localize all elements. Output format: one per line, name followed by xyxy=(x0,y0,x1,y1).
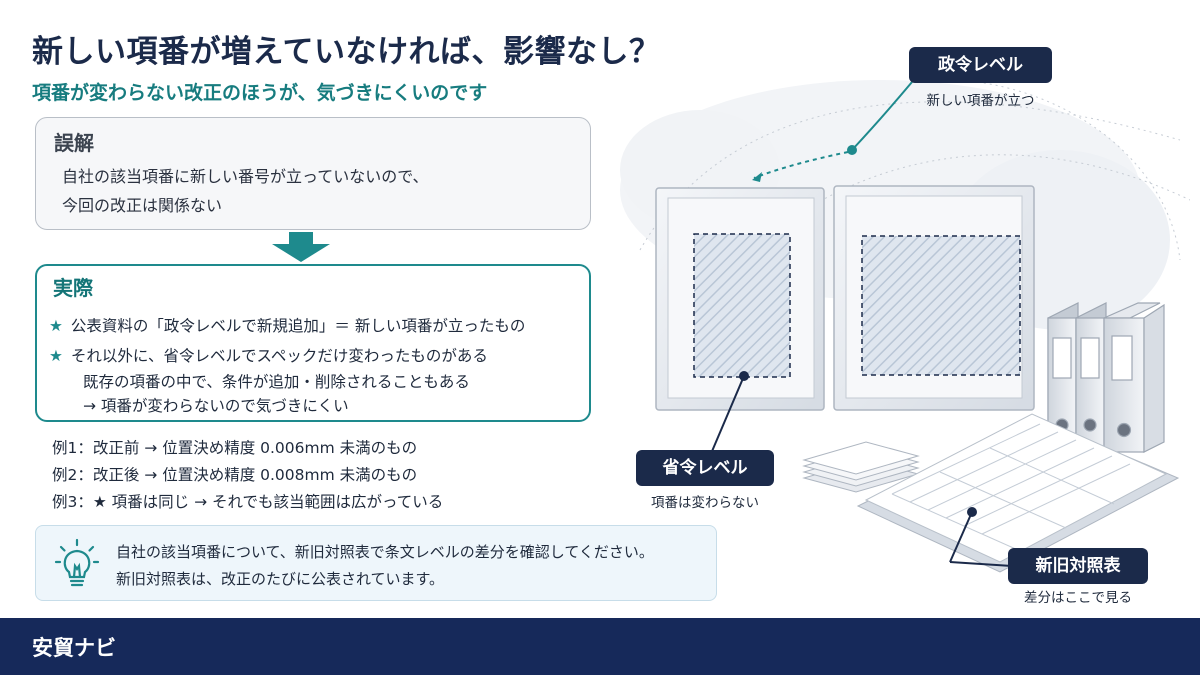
reality-line-4: → 項番が変わらないので気づきにくい xyxy=(83,397,349,415)
brand-logo-text: 安貿ナビ xyxy=(32,636,116,660)
document-illustration xyxy=(620,79,1190,573)
seirei-level-tag: 政令レベル xyxy=(909,47,1052,83)
seirei-level-caption: 新しい項番が立つ xyxy=(926,93,1035,109)
comparison-table-illustration xyxy=(856,413,1180,573)
comparison-table-caption: 差分はここで見る xyxy=(1024,590,1132,606)
page-title: 新しい項番が増えていなければ、影響なし？ xyxy=(32,34,661,70)
page-subtitle: 項番が変わらない改正のほうが、気づきにくいのです xyxy=(32,82,488,104)
shorei-level-caption: 項番は変わらない xyxy=(651,495,759,511)
misconception-line-2: 今回の改正は関係ない xyxy=(62,196,223,215)
tip-line-1: 自社の該当項番について、新旧対照表で条文レベルの差分を確認してください。 xyxy=(116,543,654,561)
comparison-table-tag: 新旧対照表 xyxy=(1008,548,1148,584)
reality-line-2: ★それ以外に、省令レベルでスペックだけ変わったものがある xyxy=(49,347,488,365)
tip-box: 自社の該当項番について、新旧対照表で条文レベルの差分を確認してください。 新旧対… xyxy=(35,525,717,601)
example-2: 例2：改正後 → 位置決め精度 0.008mm 未満のもの xyxy=(52,466,418,484)
reality-box: 実際 ★公表資料の「政令レベルで新規追加」＝ 新しい項番が立ったもの ★それ以外… xyxy=(35,264,591,422)
misconception-box: 誤解 自社の該当項番に新しい番号が立っていないので、 今回の改正は関係ない xyxy=(35,117,591,230)
example-3: 例3：★ 項番は同じ → それでも該当範囲は広がっている xyxy=(52,493,444,511)
paper-stack xyxy=(802,441,920,493)
reality-heading: 実際 xyxy=(53,276,93,300)
star-icon: ★ xyxy=(49,317,63,335)
reality-line-1: ★公表資料の「政令レベルで新規追加」＝ 新しい項番が立ったもの xyxy=(49,317,526,335)
footer-bar: 安貿ナビ xyxy=(0,618,1200,675)
tip-line-2: 新旧対照表は、改正のたびに公表されています。 xyxy=(116,570,445,588)
shorei-level-tag: 省令レベル xyxy=(636,450,774,486)
star-icon: ★ xyxy=(49,347,63,365)
misconception-heading: 誤解 xyxy=(54,131,94,155)
misconception-line-1: 自社の該当項番に新しい番号が立っていないので、 xyxy=(62,167,429,186)
example-1: 例1：改正前 → 位置決め精度 0.006mm 未満のもの xyxy=(52,439,418,457)
reality-line-3: 既存の項番の中で、条件が追加・削除されることもある xyxy=(83,373,470,391)
arrow-down-icon xyxy=(272,232,330,262)
callout-leaders xyxy=(709,81,1013,567)
lightbulb-icon xyxy=(54,538,100,587)
